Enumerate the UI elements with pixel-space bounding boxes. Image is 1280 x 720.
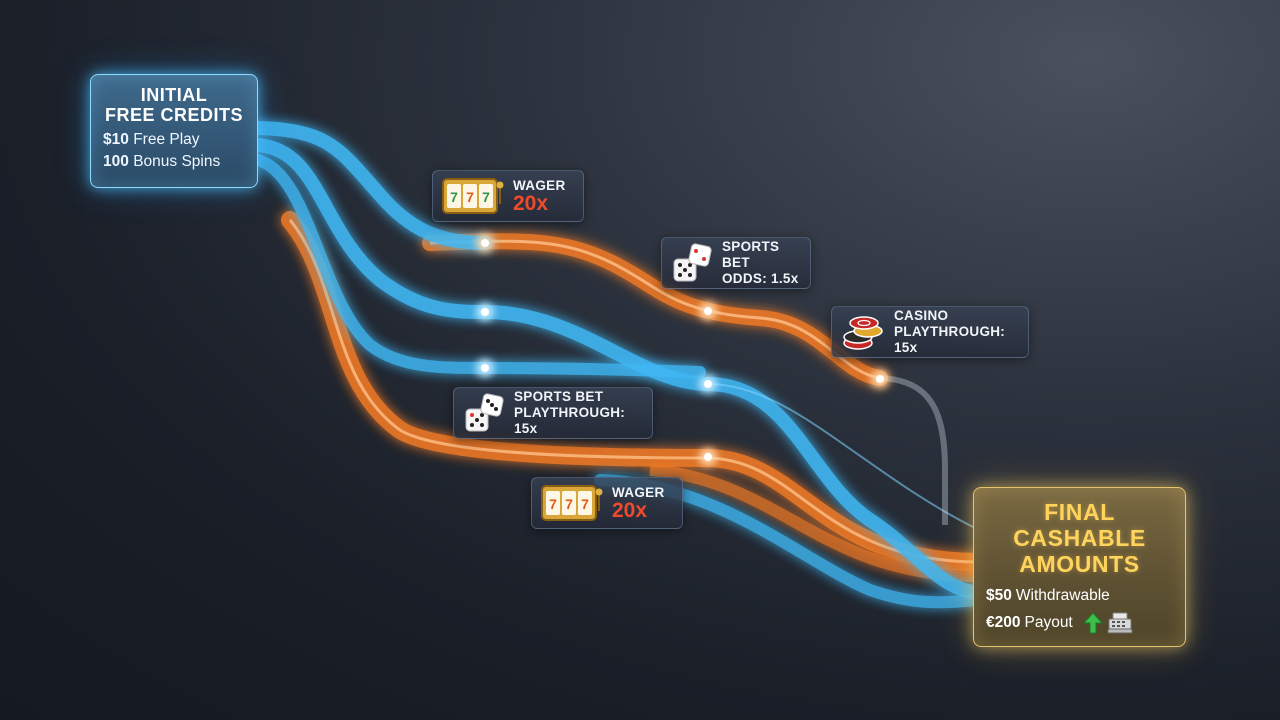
payout-label: Payout	[1024, 614, 1073, 632]
casino-chips-icon	[843, 316, 883, 350]
node-7	[699, 448, 717, 466]
free-play-label: Free Play	[133, 131, 200, 149]
final-withdrawable: $50 Withdrawable	[986, 587, 1173, 605]
casino-label: CASINO	[894, 308, 949, 324]
final-title-line1: FINAL	[1044, 499, 1115, 525]
wager-bottom-multiplier: 20x	[612, 499, 648, 523]
sports-odds-value: ODDS: 1.5x	[722, 270, 799, 286]
stage-sports-playthrough: SPORTS BET PLAYTHROUGH: 15x	[453, 387, 653, 439]
blue-flow-3	[252, 154, 706, 378]
green-up-arrow-icon	[1082, 612, 1103, 634]
svg-text:7: 7	[549, 496, 557, 512]
bonus-spins-amount: 100	[103, 153, 129, 171]
orange-flow-merge	[649, 464, 976, 582]
final-payout: €200 Payout	[986, 612, 1173, 634]
start-bonus-spins: 100 Bonus Spins	[103, 153, 245, 171]
stage-wager-top: 7 7 7 WAGER 20x	[432, 170, 584, 222]
svg-text:7: 7	[482, 189, 490, 205]
start-title-line1: INITIAL	[140, 85, 208, 105]
start-title: INITIAL FREE CREDITS	[103, 85, 245, 125]
start-free-play: $10 Free Play	[103, 131, 245, 149]
wager-top-label: WAGER	[513, 177, 566, 193]
sports-playthrough-label: SPORTS BET	[514, 389, 604, 405]
cash-register-icon	[1107, 612, 1133, 634]
final-title: FINAL CASHABLE AMOUNTS	[986, 499, 1173, 577]
node-4	[871, 370, 889, 388]
node-3	[476, 303, 494, 321]
wager-bottom-label: WAGER	[612, 484, 665, 500]
dice-icon	[673, 243, 712, 282]
slot-machine-icon: 7 7 7	[541, 485, 603, 521]
blue-flow-2	[251, 138, 982, 599]
withdrawable-label: Withdrawable	[1015, 587, 1110, 605]
node-2	[699, 302, 717, 320]
dice-icon	[465, 393, 504, 432]
orange-flows	[281, 211, 984, 582]
final-cashable-amounts-box: FINAL CASHABLE AMOUNTS $50 Withdrawable …	[973, 487, 1186, 647]
svg-text:7: 7	[450, 189, 458, 205]
stage-sports-odds: SPORTS BET ODDS: 1.5x	[661, 237, 811, 289]
node-1	[476, 234, 494, 252]
slot-machine-icon: 7 7 7	[442, 178, 504, 214]
stage-casino: CASINO PLAYTHROUGH: 15x	[831, 306, 1029, 358]
payout-amount: €200	[986, 614, 1021, 632]
wager-top-multiplier: 20x	[513, 192, 549, 216]
svg-text:7: 7	[466, 189, 474, 205]
initial-free-credits-box: INITIAL FREE CREDITS $10 Free Play 100 B…	[90, 74, 258, 188]
sports-odds-label: SPORTS BET	[722, 239, 780, 271]
orange-flow-top-core	[429, 239, 881, 380]
final-title-line3: AMOUNTS	[1019, 550, 1140, 577]
node-6	[699, 375, 717, 393]
silver-drop-line	[879, 375, 948, 525]
flow-nodes	[476, 234, 889, 466]
blue-flow-5	[707, 383, 976, 529]
casino-playthrough-value: PLAYTHROUGH: 15x	[894, 324, 1006, 355]
sports-playthrough-value: PLAYTHROUGH: 15x	[514, 405, 626, 436]
withdrawable-amount: $50	[986, 587, 1012, 605]
final-title-line2: CASHABLE	[1013, 524, 1146, 551]
bonus-spins-label: Bonus Spins	[133, 153, 221, 171]
blue-flow-1	[251, 121, 492, 250]
start-title-line2: FREE CREDITS	[104, 105, 243, 126]
free-play-amount: $10	[103, 131, 129, 149]
stage-wager-bottom: 7 7 7 WAGER 20x	[531, 477, 683, 529]
node-5	[476, 359, 494, 377]
orange-flow-bottom-core	[288, 219, 976, 564]
svg-text:7: 7	[581, 496, 589, 512]
svg-text:7: 7	[565, 496, 573, 512]
blue-flows	[251, 121, 982, 609]
